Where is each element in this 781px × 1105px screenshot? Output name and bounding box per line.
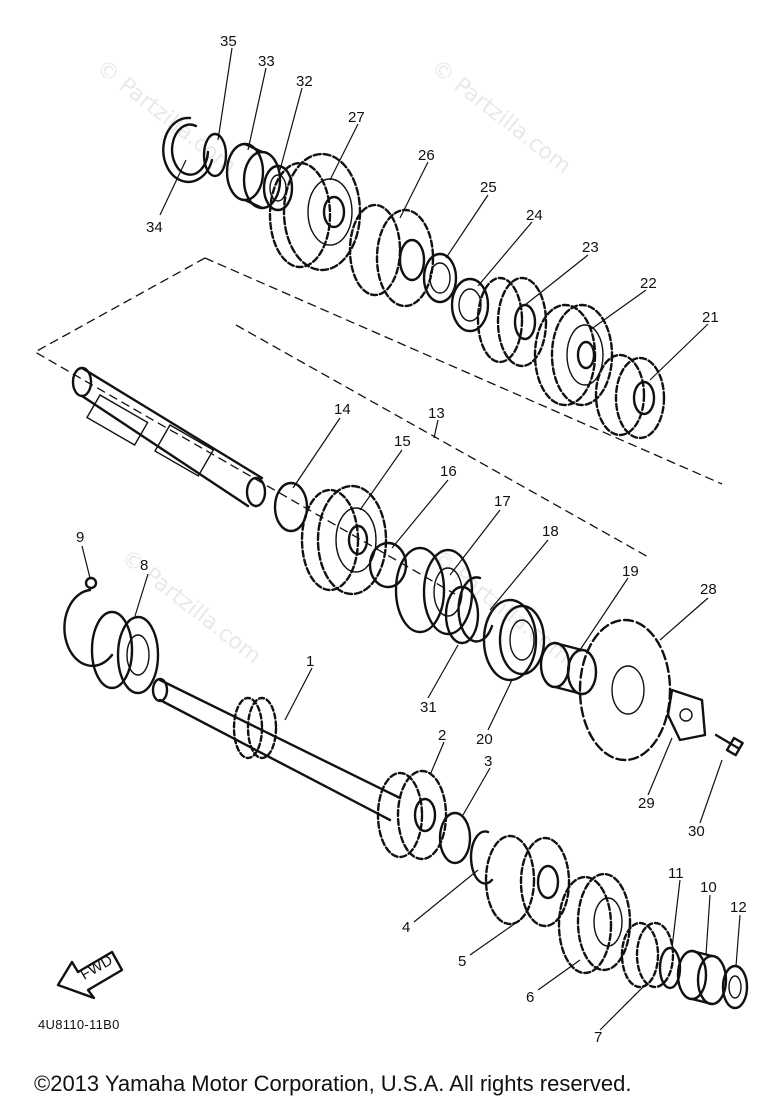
washer-35 bbox=[202, 132, 228, 178]
middle-parts bbox=[273, 481, 598, 696]
gear-22 bbox=[533, 303, 614, 407]
main-shaft-1 bbox=[151, 677, 402, 822]
callout-numbers: 1 2 3 4 5 6 7 8 9 10 11 12 13 14 15 16 1… bbox=[76, 33, 747, 1046]
callout-29: 29 bbox=[638, 795, 655, 812]
fwd-arrow-icon: FWD bbox=[56, 950, 124, 1000]
bolt-30 bbox=[714, 733, 744, 757]
callout-19: 19 bbox=[622, 563, 639, 580]
oil-seal-20 bbox=[482, 598, 546, 682]
callout-33: 33 bbox=[258, 53, 275, 70]
assembly-outline bbox=[33, 257, 723, 595]
callout-32: 32 bbox=[296, 73, 313, 90]
watermark: © Partzilla.com bbox=[426, 55, 575, 179]
lower-shaft-assembly bbox=[63, 576, 749, 1010]
callout-27: 27 bbox=[348, 109, 365, 126]
callout-28: 28 bbox=[700, 581, 717, 598]
callout-15: 15 bbox=[394, 433, 411, 450]
diagram-code: 4U8110-11B0 bbox=[38, 1017, 120, 1032]
washer-25 bbox=[422, 252, 458, 304]
callout-25: 25 bbox=[480, 179, 497, 196]
callout-17: 17 bbox=[494, 493, 511, 510]
gear-21 bbox=[594, 353, 666, 440]
callout-21: 21 bbox=[702, 309, 719, 326]
callout-13: 13 bbox=[428, 405, 445, 422]
washer-32 bbox=[262, 164, 294, 212]
callout-12: 12 bbox=[730, 899, 747, 916]
callout-20: 20 bbox=[476, 731, 493, 748]
callout-30: 30 bbox=[688, 823, 705, 840]
callout-11: 11 bbox=[668, 865, 684, 882]
callout-18: 18 bbox=[542, 523, 559, 540]
circlip-4 bbox=[469, 830, 494, 885]
bearing-8 bbox=[90, 610, 160, 695]
gear-5 bbox=[484, 834, 571, 928]
drive-sprocket-28 bbox=[578, 618, 672, 762]
cap-12 bbox=[721, 964, 749, 1010]
washer-3 bbox=[438, 811, 472, 865]
copyright-notice: ©2013 Yamaha Motor Corporation, U.S.A. A… bbox=[34, 1071, 632, 1096]
watermark: © Partzilla.com bbox=[116, 545, 265, 669]
gear-7 bbox=[620, 921, 675, 989]
callout-9: 9 bbox=[76, 529, 84, 546]
shaft-13 bbox=[71, 366, 267, 508]
callout-26: 26 bbox=[418, 147, 435, 164]
callout-35: 35 bbox=[220, 33, 237, 50]
callout-6: 6 bbox=[526, 989, 534, 1006]
gear-26 bbox=[348, 203, 435, 308]
callout-10: 10 bbox=[700, 879, 717, 896]
callout-16: 16 bbox=[440, 463, 457, 480]
circlip-34 bbox=[162, 116, 214, 184]
callout-7: 7 bbox=[594, 1029, 602, 1046]
callout-22: 22 bbox=[640, 275, 657, 292]
ring-31 bbox=[444, 585, 480, 645]
washer-24 bbox=[450, 277, 490, 333]
lock-plate-29 bbox=[666, 688, 707, 742]
gear-23 bbox=[476, 276, 548, 368]
leader-lines bbox=[81, 47, 741, 1031]
washer-14 bbox=[273, 481, 309, 533]
callout-5: 5 bbox=[458, 953, 466, 970]
callout-4: 4 bbox=[402, 919, 410, 936]
gear-6 bbox=[557, 872, 632, 975]
callout-2: 2 bbox=[438, 727, 446, 744]
callout-1: 1 bbox=[306, 653, 314, 670]
washer-16 bbox=[368, 541, 408, 589]
callout-24: 24 bbox=[526, 207, 543, 224]
washer-11 bbox=[658, 946, 682, 990]
collar-19 bbox=[539, 641, 598, 696]
callout-31: 31 bbox=[420, 699, 437, 716]
gear-2 bbox=[376, 769, 448, 861]
callout-14: 14 bbox=[334, 401, 351, 418]
gear-27 bbox=[268, 152, 362, 272]
callout-34: 34 bbox=[146, 219, 163, 236]
fwd-label: FWD bbox=[78, 952, 116, 984]
callout-8: 8 bbox=[140, 557, 148, 574]
gear-15 bbox=[300, 484, 388, 596]
bearing-10 bbox=[676, 949, 728, 1006]
circlip-9 bbox=[63, 588, 114, 668]
callout-3: 3 bbox=[484, 753, 492, 770]
upper-gear-cluster bbox=[162, 116, 666, 440]
callout-23: 23 bbox=[582, 239, 599, 256]
